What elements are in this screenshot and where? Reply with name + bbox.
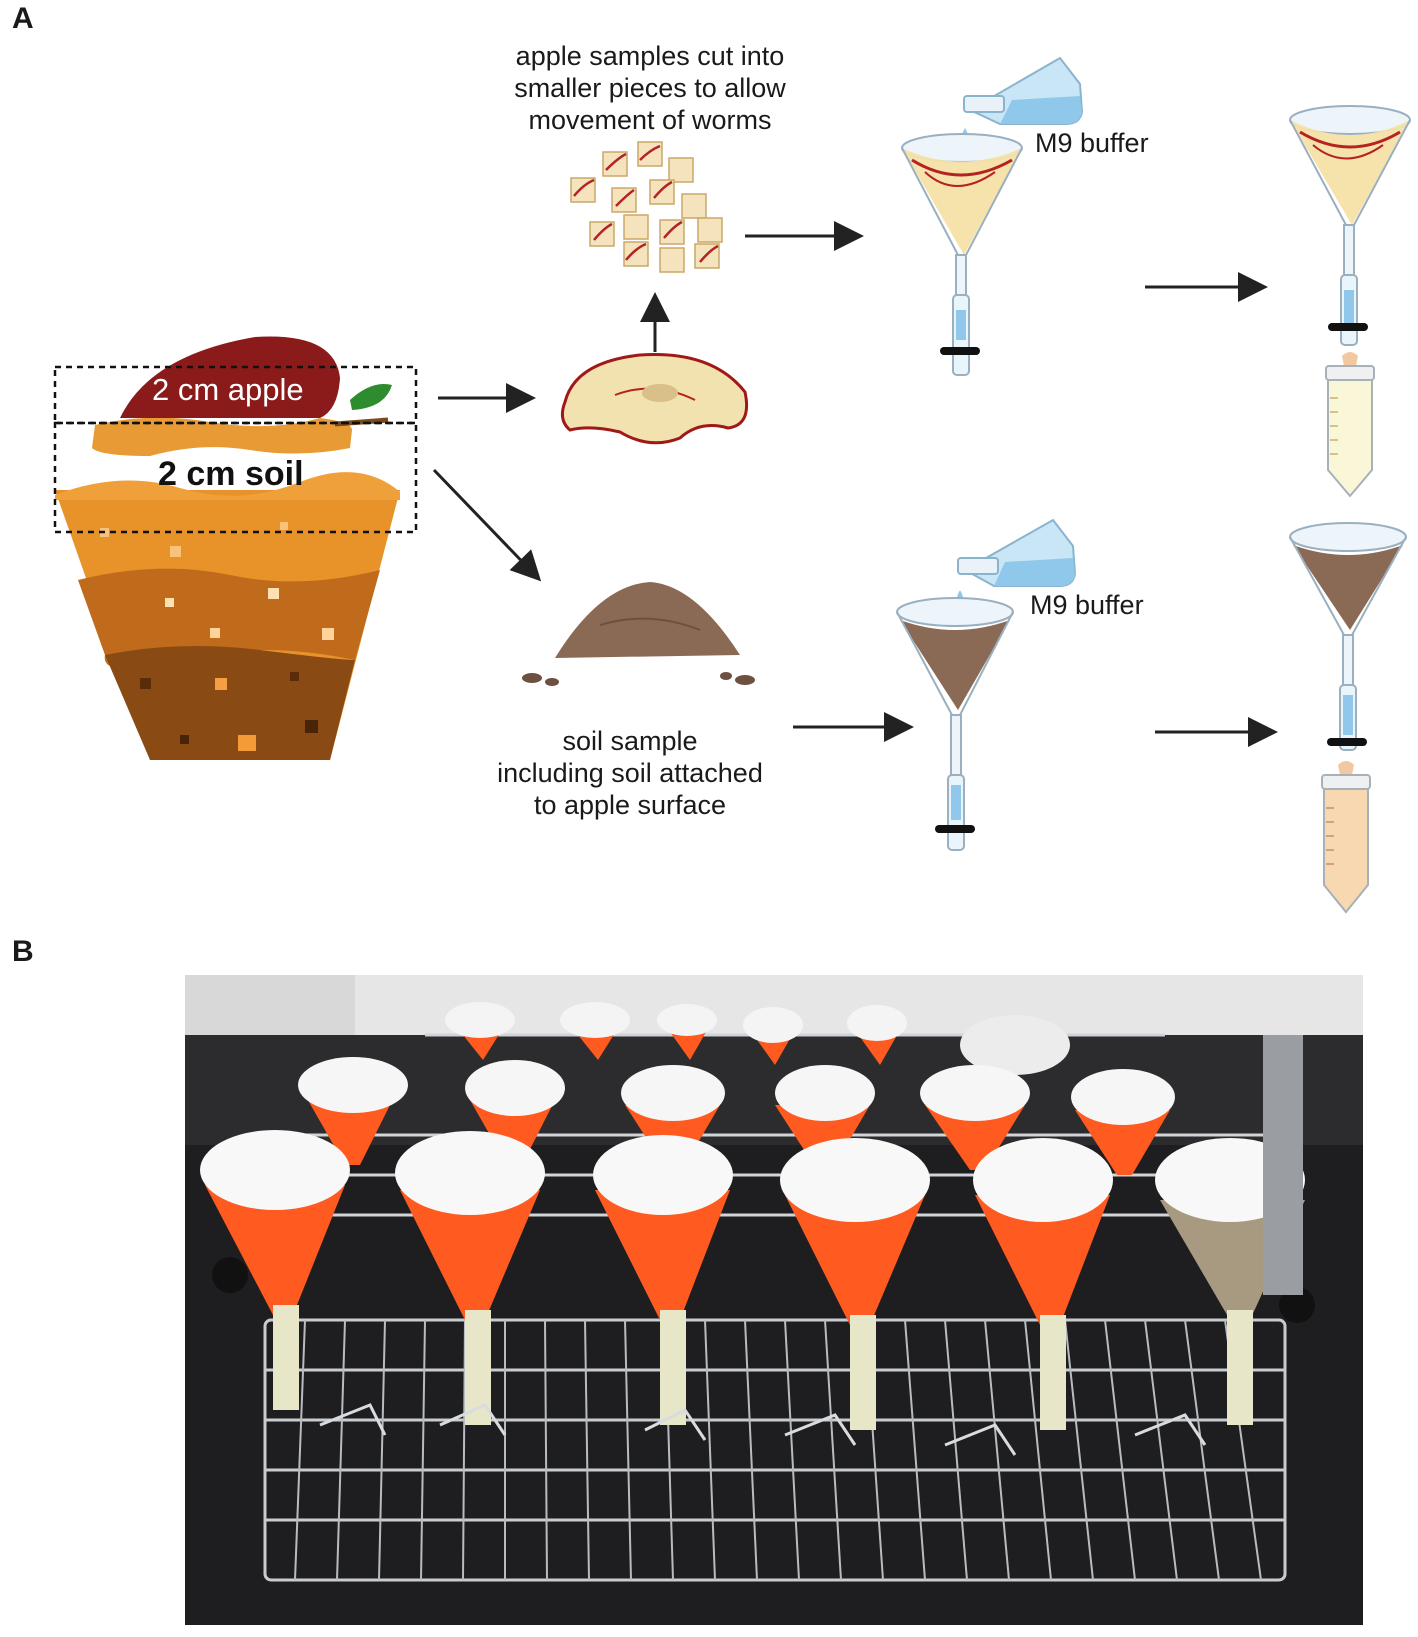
soil-layer-label: 2 cm soil [158,455,304,493]
arrow-icon [432,221,1278,747]
buffer-bottom-label: M9 buffer [1030,590,1144,620]
apple-pieces-caption-line: apple samples cut into [515,41,785,71]
apple-pieces-caption-line: smaller pieces to allow [514,73,786,103]
soil-sample-caption-line: soil sample [562,726,698,756]
panel-letter-a: A [12,2,34,35]
apple-slice-icon [560,352,749,445]
funnel-rack-photo [185,975,1363,1625]
pot-of-soil-icon [53,336,418,760]
funnel-icon [1289,522,1407,751]
panel-letter-b: B [12,935,34,968]
centrifuge-tube-icon [1321,761,1371,914]
flask-icon [961,56,1084,148]
funnel-icon [896,597,1014,851]
soil-sample-caption-line: to apple surface [533,790,727,820]
apple-pieces-caption: apple samples cut into smaller pieces to… [480,40,820,136]
soil-sample-caption-line: including soil attached [497,758,763,788]
buffer-top-label: M9 buffer [1035,128,1149,158]
funnel-icon [901,133,1023,376]
apple-layer-label: 2 cm apple [152,372,304,407]
apple-pieces-icon [570,141,723,273]
soil-pile-icon [522,582,755,686]
soil-sample-caption: soil sample including soil attached to a… [470,725,790,821]
funnel-icon [1289,105,1411,346]
flask-icon [956,518,1077,610]
diagram-panel-a [53,56,1411,914]
centrifuge-tube-icon [1325,352,1375,498]
apple-pieces-caption-line: movement of worms [528,105,772,135]
